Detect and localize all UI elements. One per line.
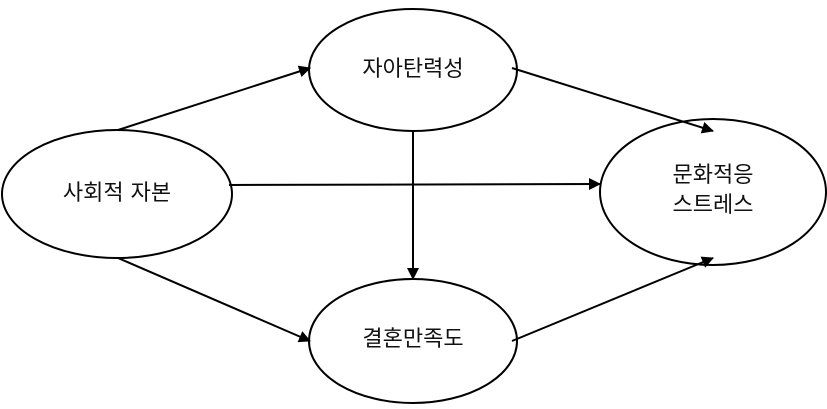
label-resilience-text: 자아탄력성	[362, 57, 464, 82]
label-acculturative-stress: 문화적응 스트레스	[613, 161, 813, 221]
label-marital-satisfaction: 결혼만족도	[323, 325, 503, 355]
edge-social-to-stress	[228, 178, 601, 191]
label-resilience: 자아탄력성	[323, 55, 503, 85]
label-acculturative-stress-line1: 문화적응	[672, 163, 754, 188]
edge-satisfaction-to-stress	[511, 256, 714, 342]
label-marital-satisfaction-text: 결혼만족도	[362, 327, 464, 352]
edge-resilience-to-stress	[511, 67, 714, 134]
label-social-capital: 사회적 자본	[17, 179, 217, 209]
edge-social-to-resilience	[117, 65, 311, 131]
node-social-capital	[1, 129, 233, 259]
label-social-capital-text: 사회적 자본	[62, 181, 172, 206]
edge-social-to-satisfaction	[117, 257, 311, 343]
label-acculturative-stress-line2: 스트레스	[672, 193, 754, 218]
